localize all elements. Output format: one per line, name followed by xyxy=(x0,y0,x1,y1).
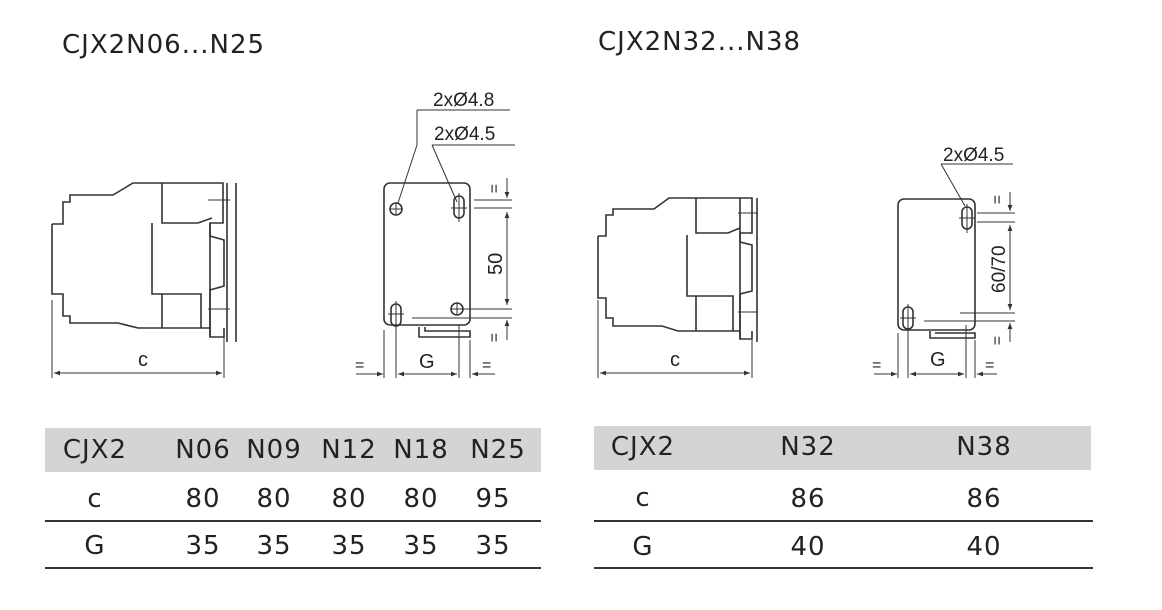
hole-4-8-label: 2xØ4.8 xyxy=(433,90,494,111)
left-front-view: 2xØ4.8 2xØ4.5 50 = = = = G xyxy=(355,90,515,378)
pitch-50-label: 50 xyxy=(485,253,507,275)
header-cell: N18 xyxy=(393,435,449,465)
row-label: G xyxy=(632,532,654,562)
table-cell: 80 xyxy=(403,484,439,514)
table-cell: 35 xyxy=(331,531,367,561)
equal-mark: = xyxy=(988,195,1005,204)
dimension-g-label: G xyxy=(930,349,946,371)
dimension-g-label: G xyxy=(419,351,435,373)
equal-mark: = xyxy=(872,357,881,374)
technical-drawings: c 2xØ4.8 2xØ4.5 50 = = xyxy=(51,90,1015,378)
header-cell: N09 xyxy=(246,435,302,465)
equal-mark: = xyxy=(985,357,994,374)
row-divider xyxy=(594,520,1093,522)
header-cell: N38 xyxy=(956,432,1012,462)
header-cell: N25 xyxy=(470,435,526,465)
table-cell: 35 xyxy=(256,531,292,561)
equal-mark: = xyxy=(482,357,491,374)
equal-mark: = xyxy=(355,357,364,374)
row-divider xyxy=(45,567,541,569)
table-cell: 80 xyxy=(331,484,367,514)
header-cell: CJX2 xyxy=(610,432,676,462)
table-header-row xyxy=(594,426,1091,470)
right-group-title: CJX2N32...N38 xyxy=(598,27,802,57)
equal-mark: = xyxy=(988,336,1005,345)
dimension-c-label: c xyxy=(670,349,680,371)
header-cell: N06 xyxy=(175,435,231,465)
dimension-c-label: c xyxy=(138,349,148,371)
hole-4-5-label: 2xØ4.5 xyxy=(434,124,495,145)
equal-mark: = xyxy=(485,333,502,342)
right-front-view: 2xØ4.5 60/70 = = = = G xyxy=(872,145,1015,378)
row-divider xyxy=(45,520,541,522)
equal-mark: = xyxy=(485,184,502,193)
header-cell: CJX2 xyxy=(62,435,128,465)
table-cell: 35 xyxy=(475,531,511,561)
left-side-view: c xyxy=(51,182,237,378)
pitch-60-70-label: 60/70 xyxy=(989,245,1010,293)
table-cell: 80 xyxy=(185,484,221,514)
hole-4-5-label: 2xØ4.5 xyxy=(943,145,1004,166)
left-group-title: CJX2N06...N25 xyxy=(62,30,266,60)
table-cell: 95 xyxy=(475,484,511,514)
table-cell: 40 xyxy=(966,532,1002,562)
table-header-row xyxy=(45,428,541,472)
table-cell: 86 xyxy=(790,484,826,514)
row-divider xyxy=(594,567,1093,569)
right-side-view: c xyxy=(597,197,758,378)
table-cell: 80 xyxy=(256,484,292,514)
table-cell: 35 xyxy=(185,531,221,561)
table-cell: 40 xyxy=(790,532,826,562)
table-cell: 86 xyxy=(966,484,1002,514)
table-cell: 35 xyxy=(403,531,439,561)
row-label: c xyxy=(87,484,103,514)
row-label: c xyxy=(635,483,651,513)
header-cell: N32 xyxy=(780,432,836,462)
row-label: G xyxy=(84,531,106,561)
header-cell: N12 xyxy=(321,435,377,465)
